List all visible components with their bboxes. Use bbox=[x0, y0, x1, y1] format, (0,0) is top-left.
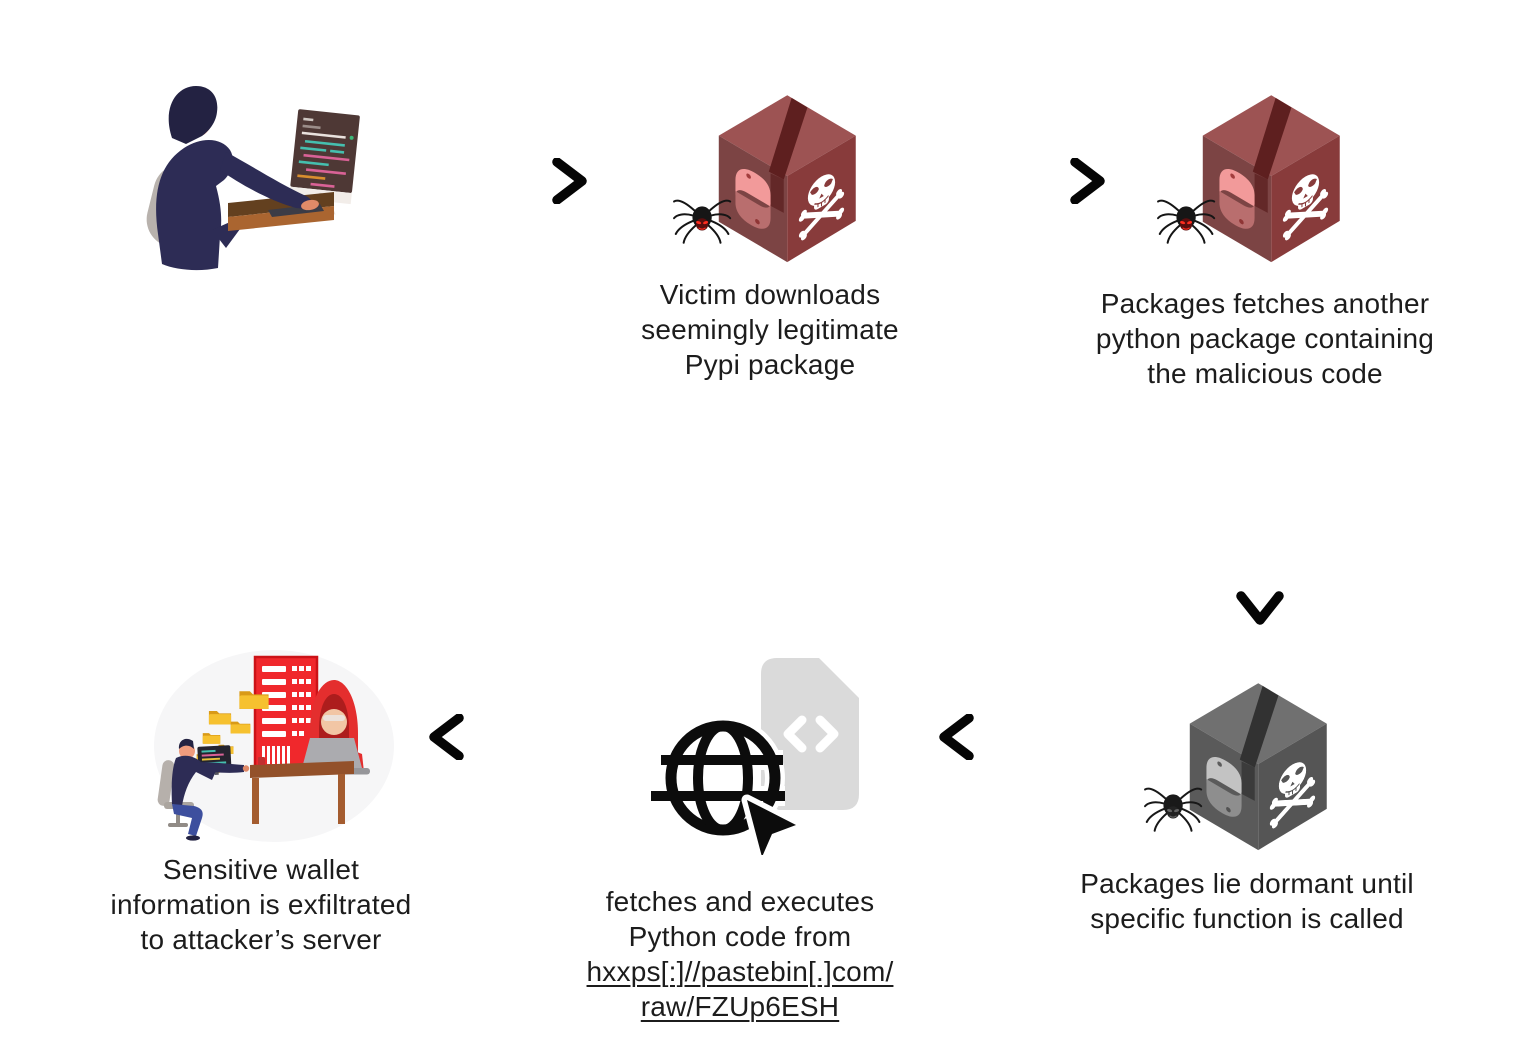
cursor-icon bbox=[741, 794, 802, 855]
arrow-right-1 bbox=[420, 158, 587, 204]
arrow-left-1 bbox=[939, 714, 1106, 760]
pastebin-url-text: hxxps[:]//pastebin[.]com/ raw/FZUp6ESH bbox=[586, 956, 894, 1022]
arm bbox=[220, 152, 312, 209]
arrow-right-2 bbox=[938, 158, 1105, 204]
remote-fetch-icon bbox=[651, 658, 859, 855]
hand bbox=[301, 199, 319, 211]
dormant-package-icon bbox=[1144, 678, 1333, 858]
globe-icon bbox=[651, 716, 785, 840]
step-caption-dormant: Packages lie dormant until specific func… bbox=[1080, 868, 1414, 934]
victim-at-desk-icon bbox=[157, 738, 354, 841]
remote-fetch-text: fetches and executes Python code from bbox=[605, 886, 875, 952]
step-caption-fetch-second: Packages fetches another python package … bbox=[1095, 288, 1435, 389]
malicious-package-icon-1 bbox=[673, 90, 862, 270]
person-icon bbox=[156, 86, 240, 271]
step-caption-exfiltration: Sensitive wallet information is exfiltra… bbox=[110, 854, 412, 955]
victim-illustration bbox=[146, 86, 360, 271]
step-caption-download: Victim downloads seemingly legitimate Py… bbox=[641, 279, 899, 380]
code-file-icon bbox=[761, 658, 859, 810]
monitor-icon bbox=[289, 109, 360, 215]
exfiltration-illustration bbox=[154, 650, 394, 842]
malicious-package-icon-2 bbox=[1157, 90, 1346, 270]
arrow-left-2 bbox=[429, 714, 596, 760]
arrow-down bbox=[1236, 467, 1284, 625]
